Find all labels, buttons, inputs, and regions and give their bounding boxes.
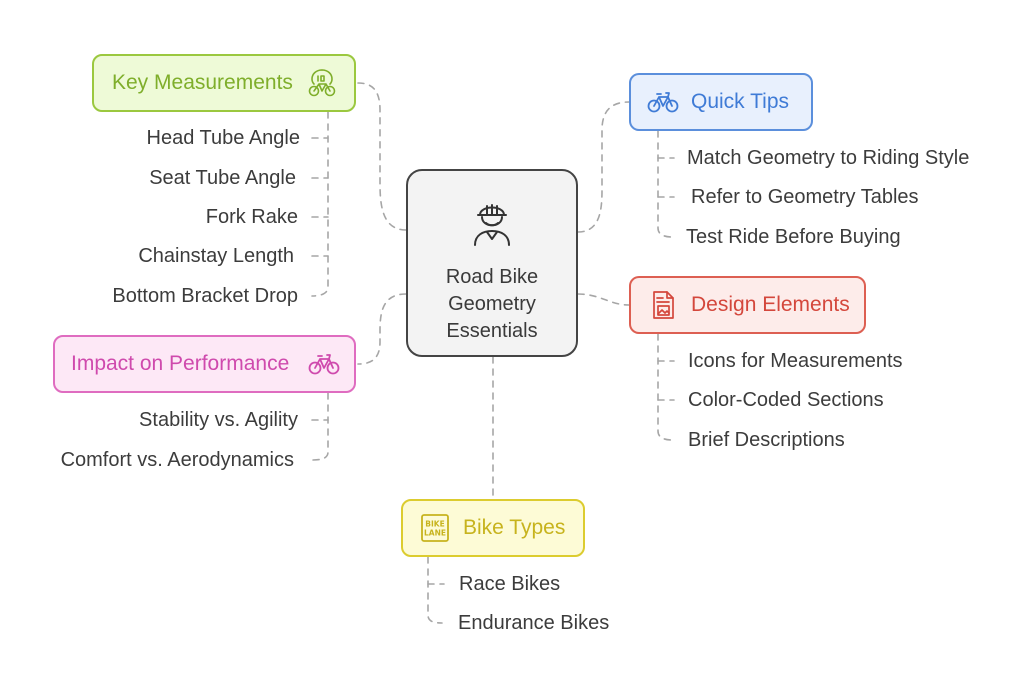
branch-label: Design Elements (691, 293, 850, 316)
link-key-children (311, 111, 329, 297)
list-item: Icons for Measurements (688, 350, 903, 372)
list-item: Endurance Bikes (458, 612, 610, 634)
link-design-children (657, 333, 673, 441)
list-item: Stability vs. Agility (139, 409, 298, 431)
bike-lane-sign-text-bottom: LANE (424, 529, 446, 538)
list-item: Color-Coded Sections (688, 389, 884, 411)
branch-label: Bike Types (463, 516, 566, 539)
list-item: Test Ride Before Buying (686, 226, 901, 248)
link-center-impact (357, 293, 407, 365)
bicycle-icon (647, 86, 679, 118)
cyclist-helmet-icon (465, 195, 519, 254)
link-bike-children (427, 556, 443, 624)
bike-lane-sign-icon: BIKE LANE (419, 512, 451, 544)
link-center-design (577, 293, 630, 306)
list-item: Match Geometry to Riding Style (687, 147, 970, 169)
branch-bike-types: BIKE LANE Bike Types (401, 499, 585, 557)
speed-bike-icon (306, 67, 338, 99)
branch-key-measurements: Key Measurements (92, 54, 356, 112)
branch-label: Impact on Performance (71, 352, 290, 375)
branch-impact-on-performance: Impact on Performance (53, 335, 356, 393)
central-topic-node: Road Bike Geometry Essentials (406, 169, 578, 357)
branch-design-elements: Design Elements (629, 276, 866, 334)
branch-label: Key Measurements (112, 71, 293, 94)
branch-quick-tips: Quick Tips (629, 73, 813, 131)
branch-label: Quick Tips (691, 90, 790, 113)
bike-lane-sign-text-top: BIKE (425, 520, 444, 529)
list-item: Seat Tube Angle (149, 167, 296, 189)
link-tips-children (657, 130, 673, 238)
list-item: Refer to Geometry Tables (691, 186, 919, 208)
document-image-icon (647, 289, 679, 321)
list-item: Bottom Bracket Drop (112, 285, 298, 307)
list-item: Chainstay Length (138, 245, 294, 267)
link-center-tips (577, 101, 630, 233)
bicycle-icon (308, 348, 340, 380)
list-item: Race Bikes (459, 573, 561, 595)
list-item: Fork Rake (205, 206, 298, 228)
list-item: Head Tube Angle (146, 127, 300, 149)
list-item: Comfort vs. Aerodynamics (60, 449, 294, 471)
central-topic-title: Road Bike Geometry Essentials (445, 266, 539, 342)
link-center-key (357, 82, 407, 231)
link-impact-children (311, 392, 329, 461)
list-item: Brief Descriptions (688, 429, 845, 451)
